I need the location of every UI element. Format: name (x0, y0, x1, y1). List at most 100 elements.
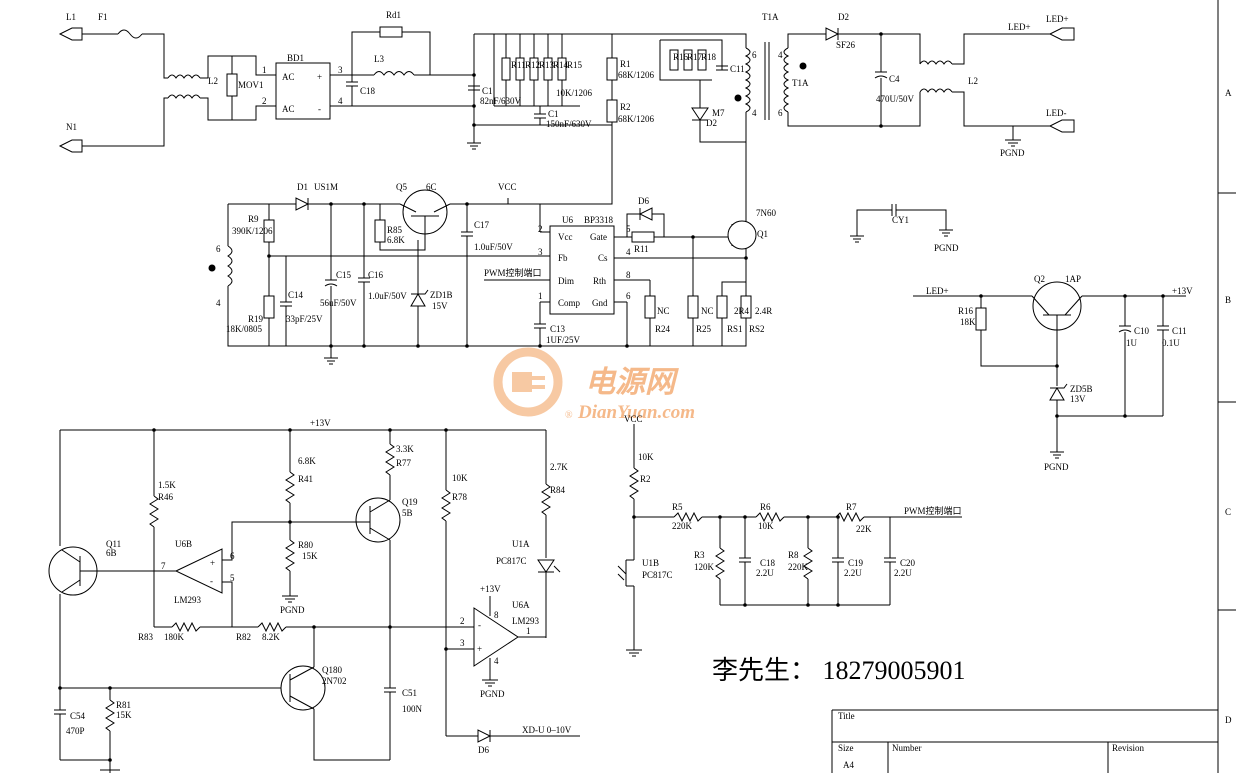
ref-q180-part: 2N702 (322, 676, 347, 686)
svg-text:-: - (478, 620, 481, 630)
svg-text:-: - (210, 576, 213, 586)
val-c10: 1U (1126, 338, 1138, 348)
u6a-pin-3: 3 (460, 638, 465, 648)
val-c51: 100N (402, 704, 423, 714)
y-capacitor-cy1: CY1 PGND (850, 204, 959, 253)
port-led-plus-2: LED+ (926, 286, 949, 296)
ref-c16: C16 (368, 270, 384, 280)
ref-r16a: R16 (673, 52, 689, 62)
port-led-plus: LED+ (1046, 14, 1069, 24)
ref-c10: C10 (1134, 326, 1150, 336)
svg-text:+: + (210, 558, 215, 568)
ref-r3: R3 (694, 550, 705, 560)
val-r2a: 68K/1206 (618, 114, 655, 124)
ref-q180: Q180 (322, 665, 342, 675)
ref-u1a: U1A (512, 539, 530, 549)
ref-t1a-b: T1A (792, 78, 809, 88)
u6a-pin-8: 8 (494, 610, 499, 620)
val-c18b: 2.2U (756, 568, 774, 578)
ref-r77: R77 (396, 458, 412, 468)
ref-l3: L3 (374, 54, 384, 64)
ref-lm293b: LM293 (512, 616, 540, 626)
ref-c13: C13 (550, 324, 566, 334)
ref-d2: D2 (838, 12, 849, 22)
val-r5: 220K (672, 521, 693, 531)
val-c1: 82nF/630V (480, 96, 522, 106)
ref-c20: C20 (900, 558, 916, 568)
bd1-pin-1: 1 (262, 65, 267, 75)
size-value: A4 (843, 760, 854, 770)
ref-r14: R14 (553, 60, 569, 70)
ref-zd5b: ZD5B (1070, 384, 1093, 394)
ac-input: L1 N1 F1 L2 MOV1 BD1 AC AC + - 1 2 3 4 R… (58, 10, 612, 153)
ic-u6 (549, 225, 615, 315)
ref-r9: R9 (248, 214, 259, 224)
bd1-pin-3: 3 (338, 65, 343, 75)
val-r77: 3.3K (396, 444, 414, 454)
resistor-bank: R11 R12 R13 R14 R15 10K/1206 C1 150nF/63… (474, 33, 747, 232)
ref-c15: C15 (336, 270, 352, 280)
ref-r83: R83 (138, 632, 154, 642)
u6-pin-vcc: Vcc (558, 232, 573, 242)
ref-r18: R18 (701, 52, 717, 62)
watermark-logo (493, 347, 563, 417)
ref-f1: F1 (98, 12, 108, 22)
pgnd-5: PGND (480, 689, 505, 699)
mosfet-q1 (727, 220, 757, 250)
aux-pin-6: 6 (216, 244, 221, 254)
val-r84: 2.7K (550, 462, 568, 472)
bd1-pin-4: 4 (338, 96, 343, 106)
val-c54: 470P (66, 726, 85, 736)
transformer-section: R16 R17 R18 C11 M7 D2 6 4 T1A T1A 4 6 D2… (659, 12, 1075, 220)
pgnd-1: PGND (1000, 148, 1025, 158)
ref-c1: C1 (482, 86, 493, 96)
ref-r16b: R16 (958, 306, 974, 316)
ref-d6a: D6 (638, 196, 649, 206)
val-c1b: 150nF/630V (546, 119, 592, 129)
ref-c1b: C1 (548, 109, 559, 119)
regulator-13v: LED+ Q2 1AP +13V R16 18K ZD5B 13V PGND C… (913, 274, 1193, 472)
ref-c4: C4 (889, 74, 900, 84)
ref-r24: R24 (655, 324, 671, 334)
ref-vcc2: VCC (624, 414, 643, 424)
ref-r15: R15 (567, 60, 583, 70)
port-led-plus-label: LED+ (1008, 22, 1031, 32)
ref-r25: R25 (696, 324, 712, 334)
ref-d6b: D6 (478, 745, 489, 755)
frame: A B C D (1217, 0, 1236, 773)
val-r6: 10K (758, 521, 774, 531)
ref-u1b: U1B (642, 558, 659, 568)
val-r41: 6.8K (298, 456, 316, 466)
val-r46: 1.5K (158, 480, 176, 490)
plus13-c: +13V (480, 584, 501, 594)
u6-pin-dim: Dim (558, 276, 574, 286)
aux-pin-4: 4 (216, 298, 221, 308)
bd1-pin-ac1: AC (282, 72, 295, 82)
val-r83: 180K (164, 632, 185, 642)
val-r78: 10K (452, 473, 468, 483)
val-zd1b: 15V (432, 301, 448, 311)
bridge-bd1 (275, 62, 331, 120)
val-r1a: 68K/1206 (618, 70, 655, 80)
pgnd-2: PGND (934, 243, 959, 253)
ref-t1a: T1A (762, 12, 779, 22)
ref-l2b: L2 (968, 76, 978, 86)
val-r2b: 10K (638, 452, 654, 462)
val-r19: 18K/0805 (226, 324, 263, 334)
val-r82: 8.2K (262, 632, 280, 642)
t1-pin-6: 6 (752, 50, 757, 60)
fuse-f1 (117, 29, 143, 39)
ref-zd1b: ZD1B (430, 290, 453, 300)
ref-u6: U6 (562, 215, 573, 225)
val-r81: 15K (116, 710, 132, 720)
zone-label-b: B (1225, 295, 1231, 305)
ref-c19: C19 (848, 558, 864, 568)
zone-label-c: C (1225, 507, 1231, 517)
u6-pin-gate: Gate (590, 232, 607, 242)
val-c11b: 0.1U (1162, 338, 1180, 348)
ref-d1: D1 (297, 182, 308, 192)
ref-mov1: MOV1 (238, 80, 264, 90)
bd1-pin-ac2: AC (282, 104, 295, 114)
watermark-en: DianYuan.com (577, 402, 695, 423)
plus13-a: +13V (1172, 286, 1193, 296)
